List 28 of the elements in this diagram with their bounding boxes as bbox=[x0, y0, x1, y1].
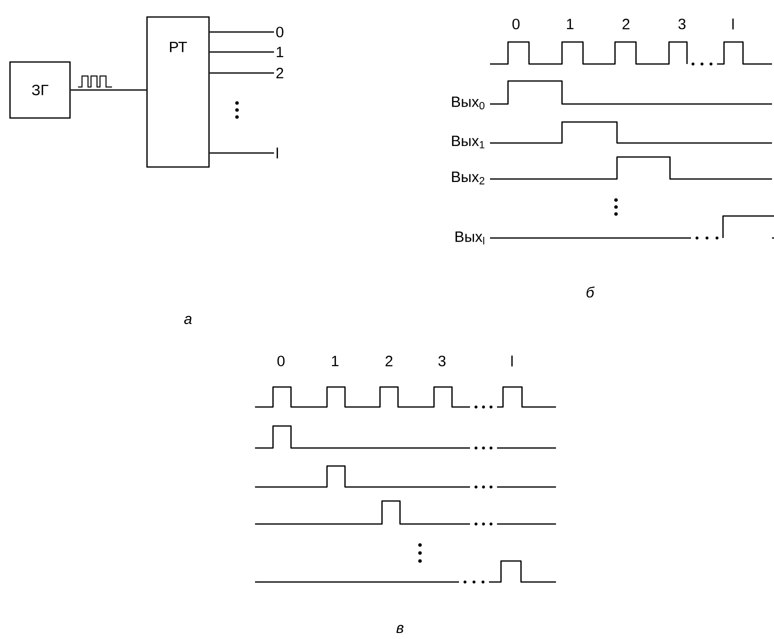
connector-line bbox=[210, 31, 274, 33]
connector-line bbox=[70, 89, 146, 91]
pulse-number: 0 bbox=[277, 356, 285, 366]
connector-line bbox=[210, 51, 274, 53]
block-box: РТ bbox=[146, 16, 210, 168]
pulse-number: 2 bbox=[622, 18, 630, 30]
pulse-number: 3 bbox=[678, 18, 686, 30]
block-box: ЗГ bbox=[9, 61, 71, 119]
pulse-number: 0 bbox=[512, 18, 520, 30]
pulse-number: 3 bbox=[438, 356, 446, 366]
pulse-number: l bbox=[511, 356, 513, 366]
pulse-number: l bbox=[732, 18, 734, 30]
panel-caption: б bbox=[586, 286, 595, 298]
signal-label: Вых$_{1}$ bbox=[452, 136, 484, 148]
signal-label: Вых$_{0}$ bbox=[452, 96, 484, 110]
signal-label: Вых$_{l}$ bbox=[456, 232, 484, 244]
output-label: 2 bbox=[276, 68, 284, 78]
output-label: 0 bbox=[276, 26, 284, 38]
output-label: 1 bbox=[276, 46, 284, 58]
pulse-number: 1 bbox=[567, 18, 574, 30]
panel-caption: а bbox=[184, 316, 192, 324]
panel-caption: в bbox=[396, 624, 404, 634]
connector-line bbox=[210, 152, 274, 154]
pulse-number: 2 bbox=[386, 356, 392, 366]
pulse-number: 1 bbox=[332, 356, 338, 366]
signal-label: Вых$_{2}$ bbox=[452, 172, 484, 184]
output-label: l bbox=[276, 148, 278, 158]
connector-line bbox=[210, 72, 274, 74]
